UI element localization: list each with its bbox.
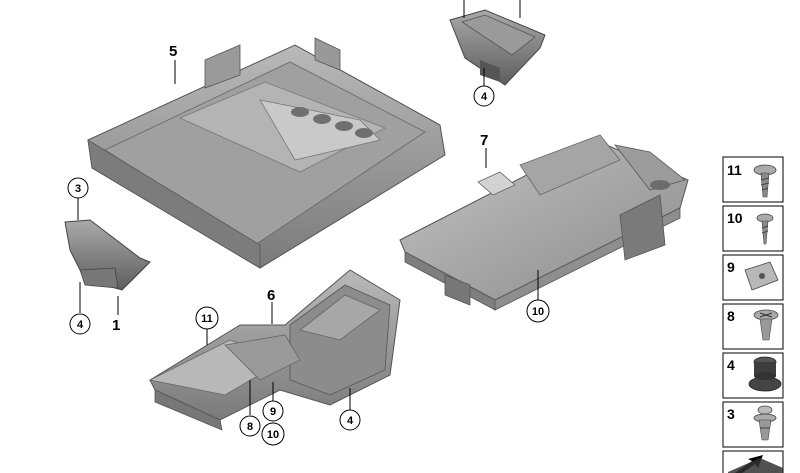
screw-large-icon (753, 164, 777, 198)
fastener-legend: 11 10 9 (722, 156, 784, 473)
leader-lines (77, 0, 539, 415)
svg-text:10: 10 (532, 306, 544, 318)
svg-text:4: 4 (481, 91, 488, 103)
svg-text:8: 8 (727, 308, 735, 324)
callout-4-tray: 4 (473, 85, 495, 107)
push-clip-icon (753, 405, 777, 441)
svg-text:11: 11 (727, 162, 742, 178)
console-part (148, 269, 401, 431)
legend-item-10: 10 (722, 205, 784, 252)
svg-text:8: 8 (247, 421, 253, 433)
callout-4-console: 4 (339, 409, 361, 431)
svg-text:3: 3 (75, 183, 81, 195)
callout-3: 3 (67, 177, 89, 199)
arrow-icon (728, 455, 783, 473)
svg-text:4: 4 (347, 415, 354, 427)
svg-text:4: 4 (727, 357, 735, 373)
label-part-5: 5 (169, 43, 177, 60)
callout-11: 11 (195, 306, 219, 330)
callout-10-plate: 10 (526, 299, 550, 323)
callout-8: 8 (239, 415, 261, 437)
rubber-buffer-icon (748, 356, 782, 392)
small-tray-part (449, 9, 546, 86)
floor-tray-part (87, 37, 446, 269)
svg-text:3: 3 (727, 406, 735, 422)
bracket-part (64, 219, 151, 291)
callout-4-bracket: 4 (69, 313, 91, 335)
svg-text:10: 10 (267, 429, 279, 441)
screw-small-icon (756, 213, 774, 245)
legend-bottom-box (722, 450, 784, 473)
svg-text:4: 4 (77, 319, 84, 331)
svg-text:9: 9 (270, 406, 276, 418)
legend-item-11: 11 (722, 156, 784, 203)
label-part-1: 1 (112, 317, 120, 334)
clip-nut-icon (744, 261, 779, 291)
callout-10-console: 10 (261, 422, 285, 446)
label-part-6: 6 (267, 287, 275, 304)
svg-text:9: 9 (727, 259, 735, 275)
legend-item-9: 9 (722, 254, 784, 301)
expanding-rivet-icon (753, 309, 779, 341)
legend-item-8: 8 (722, 303, 784, 350)
svg-text:11: 11 (201, 313, 213, 325)
svg-text:10: 10 (727, 210, 743, 226)
battery-plate-part (399, 134, 689, 311)
label-part-7: 7 (480, 132, 488, 149)
legend-item-4: 4 (722, 352, 784, 399)
callout-9: 9 (262, 400, 284, 422)
legend-item-3: 3 (722, 401, 784, 448)
